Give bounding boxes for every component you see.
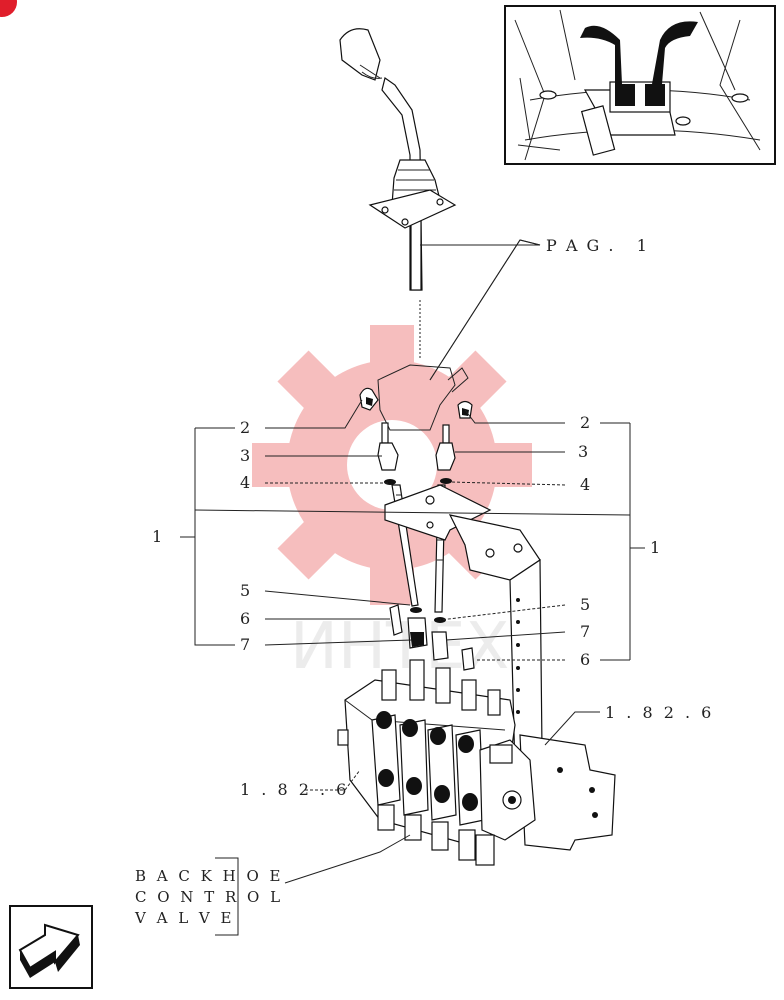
backhoe-label-line3: V A L V E xyxy=(134,909,234,927)
callout-left-7: 7 xyxy=(240,635,250,654)
section-reference-right[interactable]: 1 . 8 2 . 6 xyxy=(605,703,714,722)
callout-right-2: 2 xyxy=(580,413,590,432)
callout-left-1: 1 xyxy=(152,527,162,546)
callouts-right: 2 3 4 1 5 7 6 xyxy=(578,413,660,669)
lever-bracket xyxy=(377,300,469,431)
backhoe-label-line2: C O N T R O L xyxy=(135,888,283,906)
next-page-arrow-icon[interactable] xyxy=(9,905,93,989)
callouts-left: 2 3 4 1 5 6 7 xyxy=(152,418,250,654)
leader-lines xyxy=(180,239,645,936)
callout-right-4: 4 xyxy=(580,475,590,494)
control-valve-body xyxy=(337,659,536,866)
callout-left-6: 6 xyxy=(240,609,250,628)
backhoe-label-line1: B A C K H O E xyxy=(135,867,283,885)
cab-inset xyxy=(504,5,776,165)
callout-right-3: 3 xyxy=(578,442,588,461)
callout-left-5: 5 xyxy=(240,581,250,600)
callout-right-5: 5 xyxy=(580,595,590,614)
callout-right-1: 1 xyxy=(650,538,660,557)
callout-right-7: 7 xyxy=(580,622,590,641)
callout-left-4: 4 xyxy=(240,473,250,492)
section-reference-left[interactable]: 1 . 8 2 . 6 xyxy=(240,780,349,799)
callout-left-3: 3 xyxy=(240,446,250,465)
corner-badge-icon xyxy=(0,0,17,17)
left-rod-assembly xyxy=(359,387,428,649)
page-reference-label[interactable]: P A G . 1 xyxy=(546,236,649,255)
callout-left-2: 2 xyxy=(240,418,250,437)
control-lever xyxy=(339,28,457,291)
callout-right-6: 6 xyxy=(580,650,590,669)
